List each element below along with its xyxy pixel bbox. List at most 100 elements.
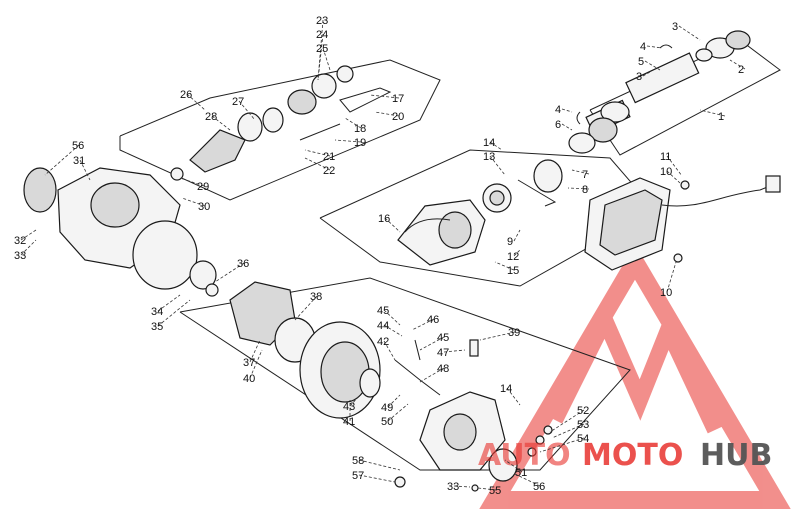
leader-line [646, 45, 663, 49]
leader-line [383, 309, 401, 326]
callout-c58: 58 [352, 455, 401, 471]
pinion-group [170, 65, 392, 181]
callout-c11: 11 [660, 151, 683, 177]
callout-c34: 34 [151, 294, 181, 318]
leader-line [571, 169, 590, 175]
callout-c4b: 4 [555, 104, 573, 116]
leader-line [179, 177, 205, 187]
callout-number: 56 [533, 481, 545, 493]
callout-number: 3 [672, 21, 678, 33]
callout-c12: 12 [507, 249, 521, 263]
callout-c45a: 45 [377, 305, 401, 326]
callout-number: 34 [151, 306, 163, 318]
callout-number: 35 [151, 321, 163, 333]
callout-number: 51 [515, 467, 527, 479]
actuator-assembly [584, 175, 781, 271]
callout-c37: 37 [243, 339, 261, 369]
callout-number: 17 [392, 93, 404, 105]
callout-number: 28 [205, 111, 217, 123]
callout-number: 31 [73, 155, 85, 167]
front-cover [394, 339, 553, 492]
leader-line [504, 459, 523, 473]
callout-c4a: 4 [640, 41, 663, 53]
leader-line [443, 349, 466, 353]
leader-line [551, 423, 585, 439]
watermark-hub: HUB [700, 438, 772, 473]
callout-number: 1 [718, 111, 724, 123]
callout-number: 57 [352, 470, 364, 482]
callout-c40: 40 [243, 349, 263, 385]
leader-line [249, 349, 263, 379]
callout-c57: 57 [352, 470, 396, 483]
callout-c44: 44 [377, 320, 403, 337]
watermark-text: AUTO MOTO HUB [478, 438, 772, 473]
callout-number: 36 [237, 258, 249, 270]
callout-number: 53 [577, 419, 589, 431]
differential-assembly [189, 260, 381, 419]
callout-c1: 1 [699, 109, 726, 123]
callout-c17: 17 [369, 93, 404, 105]
leader-line [561, 108, 573, 113]
callout-number: 23 [316, 15, 328, 27]
leader-line [387, 394, 401, 408]
callout-c2: 2 [729, 59, 746, 76]
callout-c30: 30 [181, 197, 210, 213]
callout-c7: 7 [571, 169, 590, 181]
leader-line [411, 318, 435, 331]
leader-line [666, 155, 683, 177]
callout-number: 12 [507, 251, 519, 263]
callout-number: 2 [738, 64, 744, 76]
callout-number: 14 [500, 383, 512, 395]
leader-line [567, 187, 590, 190]
callout-number: 43 [343, 401, 355, 413]
drive-shaft [568, 30, 751, 154]
callout-c3b: 3 [636, 71, 651, 83]
callout-c35: 35 [151, 299, 191, 333]
callout-number: 7 [582, 169, 588, 181]
leader-line [374, 111, 400, 117]
leader-line [358, 474, 396, 483]
callout-c27: 27 [232, 96, 256, 121]
leader-line [729, 59, 746, 70]
callout-number: 9 [507, 236, 513, 248]
callout-number: 24 [316, 29, 328, 41]
callout-number: 10 [660, 287, 672, 299]
callout-c15: 15 [494, 261, 519, 277]
callout-c38: 38 [294, 291, 322, 321]
callout-c10b: 10 [660, 261, 677, 299]
leader-line [349, 394, 361, 407]
leader-line [513, 229, 521, 242]
leader-line [489, 141, 503, 151]
callout-c13: 13 [483, 151, 506, 176]
callout-number: 4 [555, 104, 561, 116]
leader-line [322, 47, 331, 71]
leader-line [479, 331, 516, 341]
leader-line [238, 100, 256, 121]
callout-c32: 32 [14, 229, 37, 247]
callout-number: 41 [343, 416, 355, 428]
leader-line [214, 262, 245, 283]
leader-line [513, 249, 521, 257]
main-housing [23, 167, 198, 290]
leader-line [644, 60, 661, 71]
callout-number: 33 [447, 481, 459, 493]
leader-line [384, 217, 401, 233]
callout-number: 13 [483, 151, 495, 163]
leader-line [334, 139, 362, 143]
callout-number: 50 [381, 416, 393, 428]
leader-line [489, 155, 506, 176]
gearcase-cover [397, 159, 563, 266]
leader-line [383, 340, 396, 361]
callout-number: 25 [316, 43, 328, 55]
callout-number: 42 [377, 336, 389, 348]
leader-line [666, 261, 677, 293]
callout-number: 56 [72, 140, 84, 152]
leader-line [549, 409, 585, 433]
callout-c14b: 14 [500, 383, 521, 406]
callout-labels: 1233445678910101112131414151617181920212… [14, 15, 746, 497]
callout-c56b: 56 [514, 473, 545, 493]
callout-number: 11 [660, 151, 671, 163]
callout-c9: 9 [507, 229, 521, 248]
callout-c56a: 56 [44, 140, 84, 176]
